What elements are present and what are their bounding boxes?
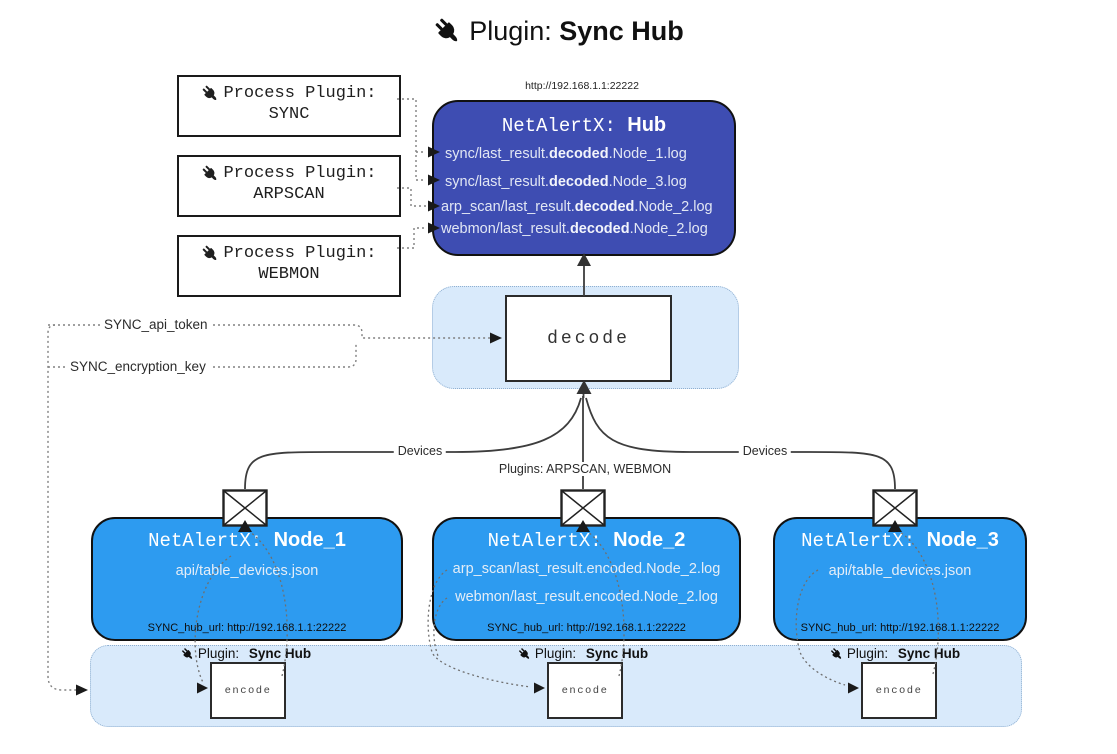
hub-log-line: arp_scan/last_result.decoded.Node_2.log <box>441 199 713 215</box>
title-name: Sync Hub <box>559 16 684 46</box>
node-title: NetAlertX: Node_3 <box>801 529 999 552</box>
edge-webmon-plugin-to-hub <box>397 227 426 249</box>
process-plugin-name: WEBMON <box>258 265 320 284</box>
edge-label-devices-right: Devices <box>738 444 792 458</box>
hub-url-label: http://192.168.1.1:22222 <box>525 80 639 92</box>
sync-encryption-key-label: SYNC_encryption_key <box>66 359 210 374</box>
process-plugin-box-sync: Process Plugin: SYNC <box>177 75 401 137</box>
encode-box: encode <box>210 662 286 719</box>
encode-section-label: Plugin: Sync Hub <box>517 646 648 661</box>
edge-secrets-to-encode <box>47 324 80 691</box>
title-prefix: Plugin: <box>469 16 552 46</box>
envelope-icon <box>872 489 918 527</box>
edge-label-plugins-center: Plugins: ARPSCAN, WEBMON <box>494 462 676 476</box>
plug-icon <box>517 646 532 661</box>
node-hub-url: SYNC_hub_url: http://192.168.1.1:22222 <box>147 622 347 634</box>
process-plugin-prefix: Process Plugin: <box>223 84 377 103</box>
hub-log-line: sync/last_result.decoded.Node_3.log <box>445 174 687 190</box>
node-file-line: webmon/last_result.encoded.Node_2.log <box>455 589 718 605</box>
encode-box: encode <box>861 662 937 719</box>
hub-box: NetAlertX: Hub sync/last_result.decoded.… <box>432 100 736 256</box>
node-box-node-1: NetAlertX: Node_1 api/table_devices.json… <box>91 517 403 641</box>
decode-box: decode <box>505 295 672 382</box>
sync-api-token-label: SYNC_api_token <box>100 317 212 332</box>
edge-arpscan-plugin-to-hub <box>397 187 426 207</box>
node-title: NetAlertX: Node_2 <box>487 529 686 552</box>
node-title: NetAlertX: Node_1 <box>148 529 346 552</box>
encode-section-label: Plugin: Sync Hub <box>180 646 311 661</box>
process-plugin-box-webmon: Process Plugin: WEBMON <box>177 235 401 297</box>
envelope-icon <box>560 489 606 527</box>
plug-icon <box>201 164 221 183</box>
plug-icon <box>180 646 195 661</box>
node-box-node-2: NetAlertX: Node_2 arp_scan/last_result.e… <box>432 517 741 641</box>
node-hub-url: SYNC_hub_url: http://192.168.1.1:22222 <box>800 622 1000 634</box>
hub-log-line: sync/last_result.decoded.Node_1.log <box>445 146 687 162</box>
plug-icon <box>432 16 463 47</box>
plug-icon <box>201 244 221 263</box>
page-title: Plugin: Sync Hub <box>0 16 1117 47</box>
hub-name-prefix: NetAlertX: <box>501 115 616 137</box>
node-file-line: api/table_devices.json <box>828 563 972 579</box>
process-plugin-box-arpscan: Process Plugin: ARPSCAN <box>177 155 401 217</box>
edge-label-devices-left: Devices <box>393 444 447 458</box>
process-plugin-name: ARPSCAN <box>253 185 325 204</box>
encode-box: encode <box>547 662 623 719</box>
node-hub-url: SYNC_hub_url: http://192.168.1.1:22222 <box>487 622 686 634</box>
node-file-line: arp_scan/last_result.encoded.Node_2.log <box>452 561 721 577</box>
process-plugin-prefix: Process Plugin: <box>223 244 377 263</box>
node-file-line: api/table_devices.json <box>175 563 319 579</box>
plug-icon <box>201 84 221 103</box>
node-box-node-3: NetAlertX: Node_3 api/table_devices.json… <box>773 517 1027 641</box>
encode-section-label: Plugin: Sync Hub <box>829 646 960 661</box>
hub-title: NetAlertX: Hub <box>434 114 734 137</box>
envelope-icon <box>222 489 268 527</box>
process-plugin-name: SYNC <box>268 105 310 124</box>
process-plugin-prefix: Process Plugin: <box>223 164 377 183</box>
hub-log-line: webmon/last_result.decoded.Node_2.log <box>441 221 708 237</box>
hub-name: Hub <box>627 114 667 136</box>
plug-icon <box>829 646 844 661</box>
